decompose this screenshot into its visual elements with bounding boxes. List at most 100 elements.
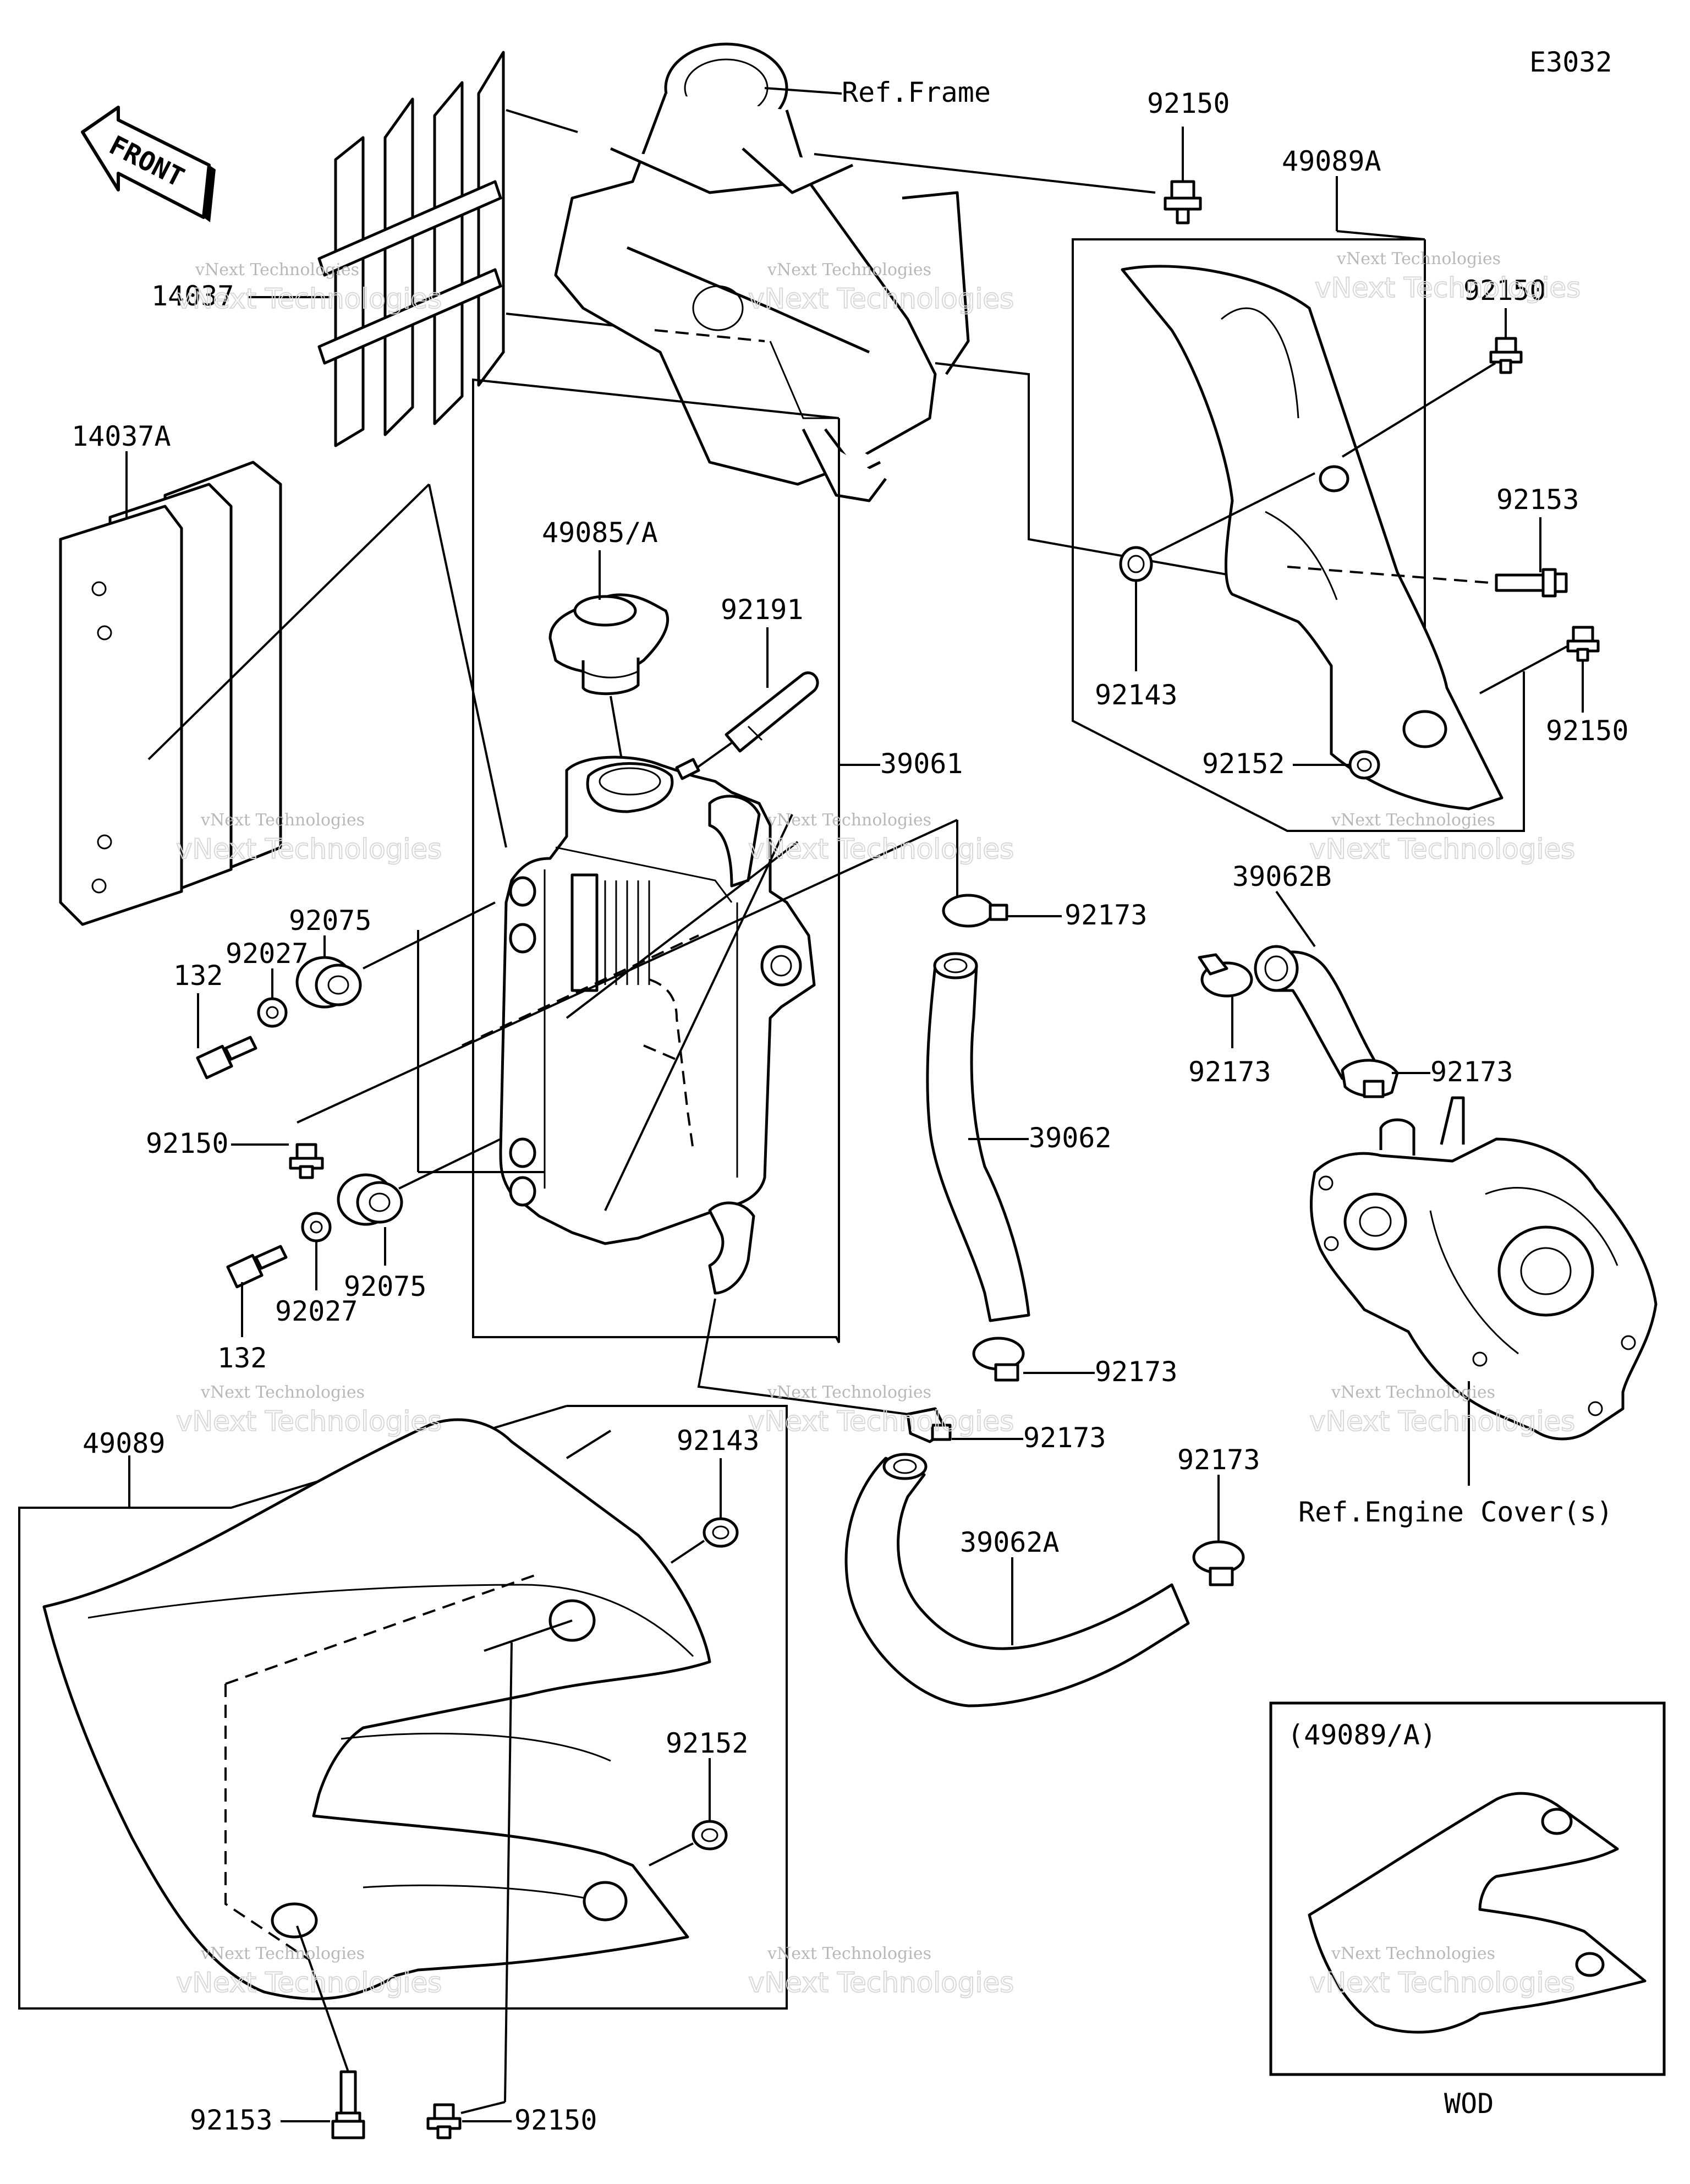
label-132-bottom: 132 (217, 1342, 267, 1374)
svg-text:vNext Technologies: vNext Technologies (767, 1944, 931, 1963)
label-92173-mid1: 92173 (1095, 1356, 1178, 1388)
label-14037a: 14037A (72, 420, 171, 452)
label-92143-left: 92143 (677, 1425, 760, 1457)
diagram-code: E3032 (1529, 46, 1612, 78)
label-92150-shroud-top: 92150 (1463, 275, 1546, 306)
clamp-92173-mid1 (972, 1337, 1025, 1382)
radiator-guard-14037 (317, 51, 655, 447)
svg-text:vNext Technologies: vNext Technologies (1336, 249, 1501, 269)
grommet-92152-right (1348, 750, 1380, 780)
svg-text:vNext Technologies: vNext Technologies (1331, 811, 1495, 830)
label-92191: 92191 (721, 594, 804, 626)
label-49089a: 49089A (1282, 145, 1381, 177)
label-92173-b-left: 92173 (1188, 1056, 1271, 1088)
label-92173-upper: 92173 (1065, 899, 1148, 931)
inset-title: (49089/A) (1287, 1719, 1436, 1751)
engine-cover-reference (1309, 1096, 1658, 1441)
bolt-92150-top (1164, 180, 1202, 225)
ref-frame: Ref.Frame (842, 76, 991, 108)
grommet-92143-right (1119, 546, 1153, 582)
label-92027-top: 92027 (226, 938, 309, 970)
svg-text:vNext Technologies: vNext Technologies (200, 1944, 365, 1963)
radiator-guard-14037a (59, 461, 282, 926)
clamp-92173-upper (942, 894, 1008, 928)
svg-text:vNext Technologies: vNext Technologies (1309, 1405, 1575, 1437)
svg-text:vNext Technologies: vNext Technologies (200, 1383, 365, 1402)
radiator-cap-49085a (548, 593, 670, 696)
frame-reference (554, 42, 970, 502)
clamp-92173-b-left (1198, 953, 1253, 998)
bolt-92150-bottom (426, 2103, 462, 2139)
label-92075-top: 92075 (289, 905, 372, 937)
washer-92027-bottom (301, 1212, 332, 1242)
label-92173-mid2: 92173 (1023, 1422, 1106, 1454)
radiator-shroud-49089a (1121, 265, 1504, 811)
svg-text:vNext Technologies: vNext Technologies (1331, 1944, 1495, 1963)
inset-box: (49089/A) (1269, 1701, 1666, 2076)
svg-text:vNext Technologies: vNext Technologies (748, 833, 1014, 865)
svg-text:vNext Technologies: vNext Technologies (1315, 272, 1581, 304)
bolt-132-bottom (226, 1245, 288, 1289)
label-92150-top: 92150 (1147, 87, 1230, 119)
washer-92027-top (257, 997, 288, 1028)
hose-39062b (1254, 945, 1377, 1080)
label-49085a: 49085/A (542, 517, 658, 549)
label-39062: 39062 (1029, 1122, 1112, 1154)
svg-text:vNext Technologies: vNext Technologies (1309, 1967, 1575, 1999)
label-92027-bottom: 92027 (275, 1295, 358, 1327)
clamp-92173-right (1192, 1540, 1245, 1586)
svg-text:vNext Technologies: vNext Technologies (176, 1967, 442, 1999)
hose-39062 (926, 952, 1030, 1322)
svg-text:vNext Technologies: vNext Technologies (748, 1967, 1014, 1999)
svg-text:vNext Technologies: vNext Technologies (176, 833, 442, 865)
label-92150-bottom: 92150 (514, 2104, 597, 2136)
grommet-92075-bottom (337, 1173, 403, 1226)
svg-text:vNext Technologies: vNext Technologies (748, 1405, 1014, 1437)
svg-text:vNext Technologies: vNext Technologies (767, 260, 931, 280)
svg-text:vNext Technologies: vNext Technologies (1309, 833, 1575, 865)
clamp-92173-b-right (1341, 1059, 1399, 1098)
label-39062b: 39062B (1232, 861, 1332, 893)
bolt-92150-shroud-top (1489, 337, 1523, 374)
grommet-92152-left (692, 1820, 728, 1851)
bolt-92150-left (289, 1143, 324, 1179)
svg-text:vNext Technologies: vNext Technologies (1331, 1383, 1495, 1402)
svg-text:vNext Technologies: vNext Technologies (195, 260, 359, 280)
label-92075-bottom: 92075 (344, 1271, 427, 1302)
bolt-132-top (196, 1036, 257, 1080)
label-14037: 14037 (151, 280, 234, 312)
label-132-top: 132 (173, 960, 223, 992)
inset-caption: WOD (1444, 2088, 1494, 2120)
svg-text:vNext Technologies: vNext Technologies (176, 283, 442, 315)
label-92150-shroud-bottom: 92150 (1546, 715, 1629, 747)
label-92173-b-right: 92173 (1430, 1056, 1513, 1088)
label-49089: 49089 (83, 1427, 166, 1459)
label-92153-bottom: 92153 (190, 2104, 273, 2136)
front-arrow-icon: FRONT (81, 106, 216, 222)
hose-39062a (844, 1453, 1190, 1707)
tube-92191 (725, 671, 819, 753)
bolt-92153-right (1495, 568, 1568, 598)
bolt-92150-shroud-bottom (1566, 626, 1600, 662)
radiator-39061 (499, 756, 816, 1295)
watermarks: vNext Technologies vNext Technologies vN… (175, 249, 1581, 1999)
label-92150-left: 92150 (146, 1127, 229, 1159)
label-92153-right: 92153 (1496, 484, 1579, 516)
svg-text:vNext Technologies: vNext Technologies (767, 1383, 931, 1402)
radiator-shroud-49089 (42, 1418, 711, 2000)
grommet-92143-left (703, 1517, 739, 1548)
svg-text:vNext Technologies: vNext Technologies (200, 811, 365, 830)
bolt-92153-bottom (331, 2070, 365, 2139)
svg-text:vNext Technologies: vNext Technologies (748, 283, 1014, 315)
label-39061: 39061 (880, 748, 963, 780)
label-92173-right: 92173 (1177, 1444, 1260, 1476)
label-39062a: 39062A (960, 1526, 1060, 1558)
label-92152-left: 92152 (666, 1727, 749, 1759)
clamp-92173-mid2 (906, 1407, 952, 1443)
label-92143-right: 92143 (1095, 679, 1178, 711)
label-92152-right: 92152 (1202, 748, 1285, 780)
ref-engine-cover: Ref.Engine Cover(s) (1298, 1496, 1613, 1528)
svg-text:vNext Technologies: vNext Technologies (767, 811, 931, 830)
svg-text:vNext Technologies: vNext Technologies (176, 1405, 442, 1437)
